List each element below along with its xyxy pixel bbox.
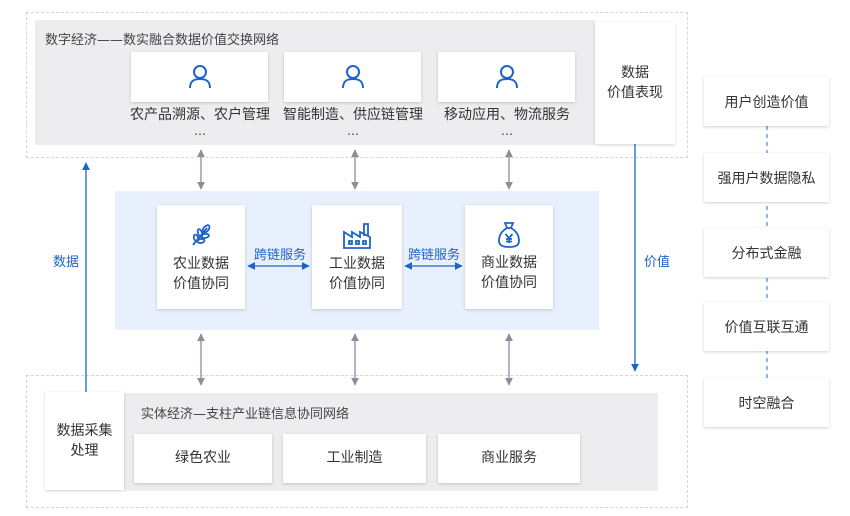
wheat-icon — [157, 205, 245, 248]
user-icon — [438, 52, 575, 89]
user-icon — [131, 52, 268, 89]
industry-node-line2: 价值协同 — [329, 276, 385, 292]
top-panel-title: 数字经济——数实融合数据价值交换网络 — [45, 33, 280, 48]
data-value-box: 数据 价值表现 — [595, 22, 675, 144]
bottom-card-commercial-services: 商业服务 — [438, 434, 580, 483]
top-card-industry — [284, 52, 421, 102]
agriculture-node-line2: 价值协同 — [173, 276, 229, 292]
cross-chain-label-right: 跨链服务 — [407, 248, 460, 263]
data-collect-line2: 处理 — [70, 443, 99, 459]
bottom-card-green-agriculture: 绿色农业 — [134, 434, 272, 483]
data-collect-box: 数据采集 处理 — [45, 392, 124, 490]
right-item-spacetime: 时空融合 — [704, 378, 829, 427]
agriculture-node: 农业数据 价值协同 — [157, 205, 245, 309]
commerce-node-line1: 商业数据 — [481, 255, 537, 271]
commerce-node: 商业数据 价值协同 — [465, 205, 553, 309]
right-item-defi: 分布式金融 — [704, 228, 829, 277]
industry-node: 工业数据 价值协同 — [312, 205, 402, 309]
data-value-line1: 数据 — [621, 65, 649, 81]
top-card-more: … — [501, 124, 513, 138]
user-icon — [284, 52, 421, 89]
bottom-panel-title: 实体经济—支柱产业链信息协同网络 — [141, 407, 350, 422]
data-collect-line1: 数据采集 — [56, 423, 113, 439]
commerce-node-line2: 价值协同 — [481, 275, 537, 291]
top-card-more: … — [347, 124, 359, 138]
right-item-user-value: 用户创造价值 — [704, 77, 829, 126]
bottom-card-industrial-manufacturing: 工业制造 — [283, 434, 426, 483]
factory-icon — [312, 205, 402, 250]
top-card-commerce — [438, 52, 575, 102]
right-item-interconnect: 价值互联互通 — [704, 302, 829, 351]
top-card-label: 移动应用、物流服务 — [444, 107, 570, 123]
data-value-line2: 价值表现 — [607, 85, 663, 101]
top-card-agriculture — [131, 52, 268, 102]
top-card-more: … — [194, 124, 206, 138]
industry-node-line1: 工业数据 — [329, 256, 385, 272]
side-label-value: 价值 — [644, 255, 671, 270]
top-card-label: 智能制造、供应链管理 — [283, 107, 423, 123]
agriculture-node-line1: 农业数据 — [173, 256, 229, 272]
money-bag-icon — [465, 205, 553, 249]
cross-chain-label-left: 跨链服务 — [253, 248, 306, 263]
side-label-data: 数据 — [53, 255, 80, 270]
top-card-label: 农产品溯源、农户管理 — [130, 107, 270, 123]
right-item-privacy: 强用户数据隐私 — [704, 153, 829, 202]
